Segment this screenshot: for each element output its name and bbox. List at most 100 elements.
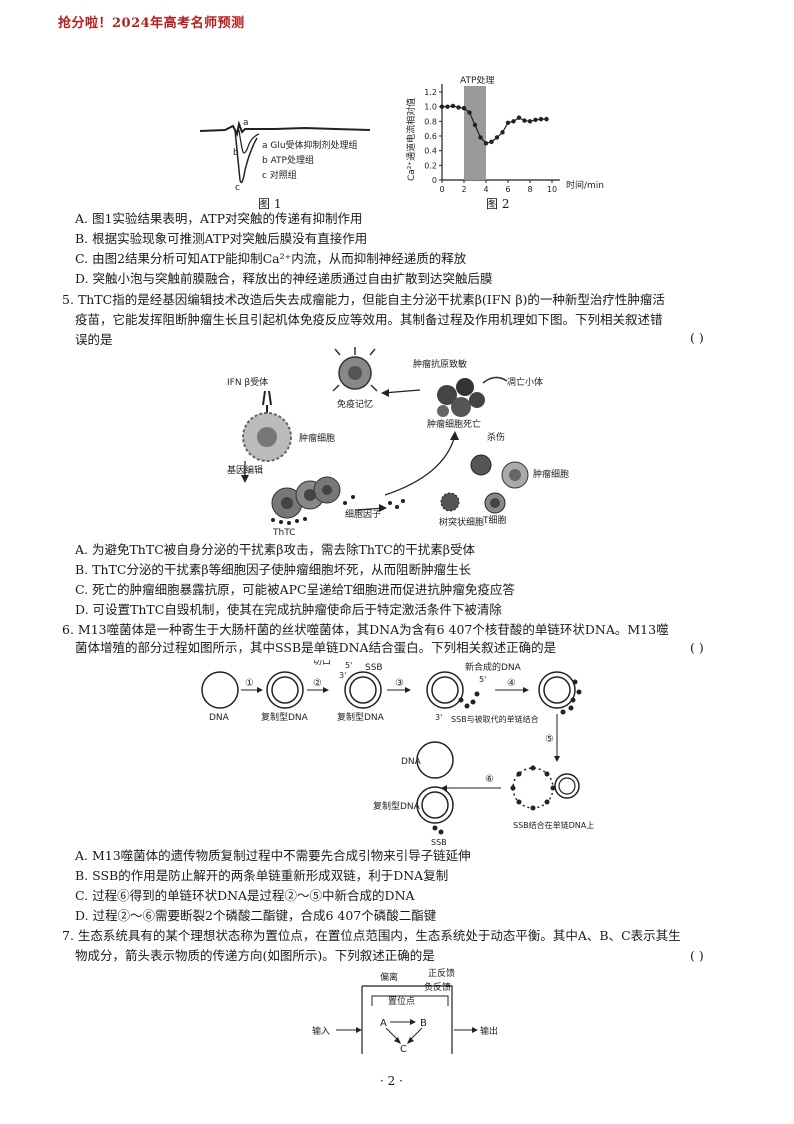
ifn-receptor-label: IFN β受体 bbox=[227, 376, 268, 388]
q5-figure: 免疫记忆 肿瘤抗原致敏 凋亡小体 肿瘤细胞死亡 杀伤 肿瘤细胞 IFN β受体 … bbox=[227, 347, 569, 538]
step-3: ③ bbox=[395, 678, 404, 689]
fig2-xlabel: 时间/min bbox=[566, 179, 604, 191]
data-point bbox=[494, 135, 500, 140]
dna-label-bottom: DNA bbox=[401, 757, 422, 767]
atp-shaded-region bbox=[464, 86, 486, 180]
q6-stem-line-1: 6. M13噬菌体是一种寄生于大肠杆菌的丝状噬菌体，其DNA为含有6 407个核… bbox=[62, 622, 669, 637]
data-point bbox=[533, 117, 538, 123]
q5-stem-line-2: 疫苗，它能发挥阻断肿瘤生长且引起机体免疫反应等效用。其制备过程及作用机理如下图。… bbox=[75, 312, 663, 327]
step-5: ⑤ bbox=[545, 734, 554, 745]
data-point bbox=[505, 120, 511, 125]
q6-figure: DNA ① 复制型DNA ② 切口 SSB 5' 3' 复制型DNA ③ 新合成… bbox=[201, 660, 594, 847]
dendritic-cell bbox=[440, 492, 460, 512]
q7-stem-line-1: 7. 生态系统具有的某个理想状态称为置位点，在置位点范围内，生态系统处于动态平衡… bbox=[62, 928, 681, 943]
data-point bbox=[511, 119, 516, 124]
q5-answer-bracket: ( ) bbox=[690, 330, 704, 345]
fig1-mark-c: c bbox=[235, 183, 240, 193]
tumor-cell-right-label: 肿瘤细胞 bbox=[533, 468, 569, 480]
killed-label: 杀伤 bbox=[487, 431, 505, 443]
data-point bbox=[527, 119, 533, 124]
fig2-caption: 图 2 bbox=[486, 197, 510, 211]
q4-option-d: D. 突触小泡与突触前膜融合，释放出的神经递质通过自由扩散到达突触后膜 bbox=[75, 271, 493, 286]
editing-label: 基因编辑 bbox=[227, 464, 263, 476]
x-tick-label: 4 bbox=[483, 185, 488, 194]
x-tick-label: 8 bbox=[527, 185, 532, 194]
data-point bbox=[467, 110, 472, 115]
fig1-legend-a: a Glu受体抑制剂处理组 bbox=[262, 139, 358, 151]
y-tick-label: 1.0 bbox=[424, 103, 437, 112]
q6-option-d: D. 过程②～⑥需要断裂2个磷酸二酯键，合成6 407个磷酸二酯键 bbox=[75, 908, 437, 923]
step-6: ⑥ bbox=[485, 774, 494, 785]
q6-answer-bracket: ( ) bbox=[690, 640, 704, 655]
node-c: C bbox=[400, 1044, 407, 1055]
data-point bbox=[456, 105, 461, 110]
fig1-legend-c: c 对照组 bbox=[262, 169, 297, 181]
three-prime-1: 3' bbox=[339, 671, 346, 680]
atp-shade-label: ATP处理 bbox=[460, 76, 494, 86]
step-1: ① bbox=[245, 678, 254, 689]
setpoint-label: 置位点 bbox=[388, 995, 415, 1007]
replicative-label-1: 复制型DNA bbox=[261, 711, 309, 723]
negative-fb-label: 负反馈 bbox=[424, 981, 451, 993]
fig1-mark-b: b bbox=[233, 148, 239, 158]
antigen-label: 肿瘤抗原致敏 bbox=[413, 358, 467, 370]
ss-dna-circle bbox=[201, 671, 239, 709]
fig1-caption: 图 1 bbox=[258, 197, 282, 211]
q6-option-a: A. M13噬菌体的遗传物质复制过程中不需要先合成引物来引导子链延伸 bbox=[75, 848, 471, 863]
q5-stem-line-1: 5. ThTC指的是经基因编辑技术改造后失去成瘤能力，但能自主分泌干扰素β(IF… bbox=[62, 292, 665, 307]
replicative-label-bottom: 复制型DNA bbox=[373, 800, 421, 812]
new-dna-label: 新合成的DNA bbox=[465, 661, 522, 673]
y-tick-label: 0.6 bbox=[424, 132, 437, 141]
q7-figure: 偏离 正反馈 负反馈 置位点 A B C 输入 输出 bbox=[312, 967, 498, 1055]
ssb-bind-label: SSB与被取代的单链结合 bbox=[451, 714, 539, 724]
ssb-label-bottom: SSB bbox=[431, 838, 447, 847]
cytokine-label: 细胞因子 bbox=[345, 508, 381, 520]
q5-option-a: A. 为避免ThTC被自身分泌的干扰素β攻击，需去除ThTC的干扰素β受体 bbox=[75, 542, 476, 557]
step-4: ④ bbox=[507, 678, 516, 689]
q5-stem-line-3: 误的是 bbox=[75, 332, 113, 347]
step-2: ② bbox=[313, 678, 322, 689]
thtc-cells bbox=[271, 476, 341, 519]
series-line bbox=[442, 105, 547, 144]
t-cell-label: T细胞 bbox=[482, 514, 507, 526]
y-tick-label: 0 bbox=[432, 176, 437, 185]
data-point bbox=[489, 139, 494, 145]
dying-tumor-cells bbox=[437, 378, 485, 417]
data-point bbox=[450, 103, 456, 109]
replicative-label-2: 复制型DNA bbox=[337, 711, 385, 723]
q5-option-b: B. ThTC分泌的干扰素β等细胞因子使肿瘤细胞坏死，从而阻断肿瘤生长 bbox=[75, 562, 472, 577]
cut-label: 切口 bbox=[313, 660, 331, 667]
data-point bbox=[483, 141, 489, 146]
y-tick-label: 0.8 bbox=[424, 117, 437, 126]
data-point bbox=[445, 104, 450, 109]
page-header: 抢分啦！2024年高考名师预测 bbox=[58, 16, 245, 31]
thtc-label: ThTC bbox=[272, 528, 295, 538]
tumor-death-label: 肿瘤细胞死亡 bbox=[427, 418, 481, 430]
node-a: A bbox=[380, 1018, 387, 1029]
q6-option-c: C. 过程⑥得到的单链环状DNA是过程②～⑤中新合成的DNA bbox=[75, 888, 415, 903]
x-tick-label: 6 bbox=[505, 185, 510, 194]
q5-option-d: D. 可设置ThTC自毁机制，使其在完成抗肿瘤使命后于特定激活条件下被清除 bbox=[75, 602, 502, 617]
tumor-cell-left-label: 肿瘤细胞 bbox=[299, 432, 335, 444]
output-label: 输出 bbox=[480, 1025, 498, 1037]
data-point bbox=[461, 105, 467, 111]
q7-answer-bracket: ( ) bbox=[690, 948, 704, 963]
y-tick-label: 0.4 bbox=[424, 147, 437, 156]
data-point bbox=[439, 104, 445, 109]
q4-option-b: B. 根据实验现象可推测ATP对突触后膜没有直接作用 bbox=[75, 231, 368, 246]
q5-option-c: C. 死亡的肿瘤细胞暴露抗原，可能被APC呈递给T细胞进而促进抗肿瘤免疫应答 bbox=[75, 582, 515, 597]
x-tick-label: 2 bbox=[461, 185, 466, 194]
q6-option-b: B. SSB的作用是防止解开的两条单链重新形成双链，利于DNA复制 bbox=[75, 868, 449, 883]
fig1-trace: a b c a Glu受体抑制剂处理组 b ATP处理组 c 对照组 bbox=[199, 118, 371, 193]
input-label: 输入 bbox=[312, 1025, 330, 1037]
fig1-legend-b: b ATP处理组 bbox=[262, 154, 314, 166]
ssb-label-top: SSB bbox=[365, 663, 383, 673]
dna-label-1: DNA bbox=[209, 713, 230, 723]
data-point bbox=[538, 116, 544, 122]
q6-stem-line-2: 菌体增殖的部分过程如图所示，其中SSB是单链DNA结合蛋白。下列相关叙述正确的是 bbox=[75, 640, 557, 655]
data-point bbox=[522, 118, 527, 123]
positive-fb-label: 正反馈 bbox=[428, 967, 455, 979]
x-tick-label: 10 bbox=[547, 185, 557, 194]
five-prime-1: 5' bbox=[345, 661, 352, 670]
